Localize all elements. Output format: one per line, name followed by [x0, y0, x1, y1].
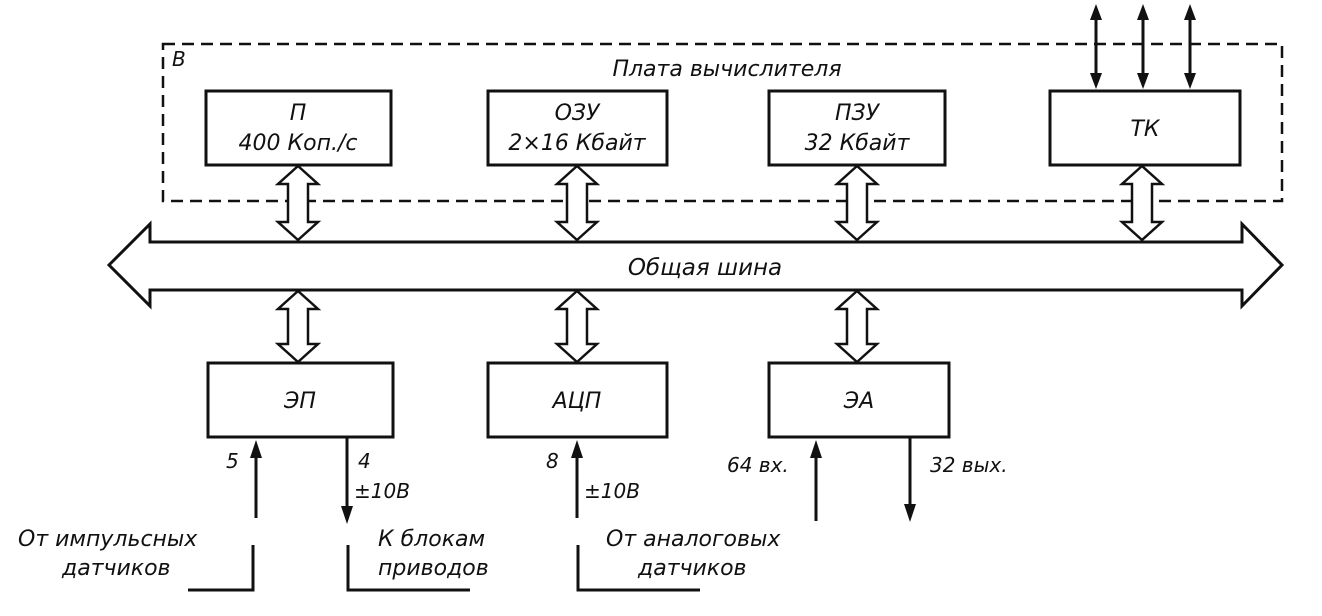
ep-bus-connector: [274, 289, 322, 364]
ep-input-arrow: [250, 440, 262, 518]
ram-block: ОЗУ 2×16 Кбайт: [486, 89, 669, 167]
rom-name: ПЗУ: [835, 101, 881, 126]
pulse-sensors-label-line1: От импульсных: [18, 527, 198, 552]
board-title: Плата вычислителя: [612, 57, 841, 82]
drives-label-line1: К блокам: [378, 527, 485, 552]
adc-input-voltage: ±10В: [584, 479, 640, 503]
bus-label: Общая шина: [628, 255, 782, 281]
ram-bus-connector: [553, 164, 601, 242]
ep-input-count: 5: [226, 449, 239, 473]
ep-output-count: 4: [358, 449, 371, 473]
tk-name: ТК: [1130, 117, 1160, 142]
ea-block: ЭА: [767, 361, 951, 439]
analog-sensors-label-line1: От аналоговых: [606, 527, 781, 552]
rom-bus-connector: [833, 164, 881, 242]
ep-output-voltage: ±10В: [354, 479, 410, 503]
rom-block: ПЗУ 32 Кбайт: [767, 89, 947, 167]
ea-output-label: 32 вых.: [930, 453, 1008, 477]
rom-size: 32 Кбайт: [805, 131, 911, 156]
tk-external-arrows: [1090, 4, 1196, 89]
adc-input-count: 8: [546, 449, 559, 473]
processor-bus-connector: [274, 164, 322, 242]
adc-bus-connector: [553, 289, 601, 364]
ep-output-arrow: [341, 438, 353, 524]
computer-board-boundary: [161, 42, 1284, 203]
pulse-sensors-label-line2: датчиков: [61, 556, 171, 581]
ea-bus-connector: [833, 289, 881, 364]
ea-name: ЭА: [843, 389, 874, 414]
adc-block: АЦП: [486, 361, 669, 439]
analog-sensors-leader: [576, 545, 700, 592]
adc-name: АЦП: [551, 389, 602, 414]
ep-block: ЭП: [206, 361, 395, 439]
drives-label-line2: приводов: [378, 556, 489, 581]
adc-input-arrow: [571, 440, 583, 518]
ea-output-arrow: [904, 438, 916, 522]
ea-input-arrow: [810, 440, 822, 521]
ram-size: 2×16 Кбайт: [508, 131, 646, 156]
processor-speed: 400 Коп./с: [239, 131, 358, 156]
ea-input-label: 64 вх.: [727, 453, 789, 477]
board-corner-label: В: [172, 47, 186, 71]
ram-name: ОЗУ: [555, 101, 601, 126]
pulse-sensors-leader: [188, 545, 255, 592]
common-bus: [106, 220, 1285, 310]
ep-name: ЭП: [283, 389, 316, 414]
drives-leader: [346, 545, 470, 592]
processor-block: П 400 Коп./с: [204, 89, 393, 167]
processor-name: П: [290, 101, 307, 126]
analog-sensors-label-line2: датчиков: [637, 556, 747, 581]
tk-block: ТК: [1048, 89, 1242, 167]
tk-bus-connector: [1118, 164, 1166, 242]
